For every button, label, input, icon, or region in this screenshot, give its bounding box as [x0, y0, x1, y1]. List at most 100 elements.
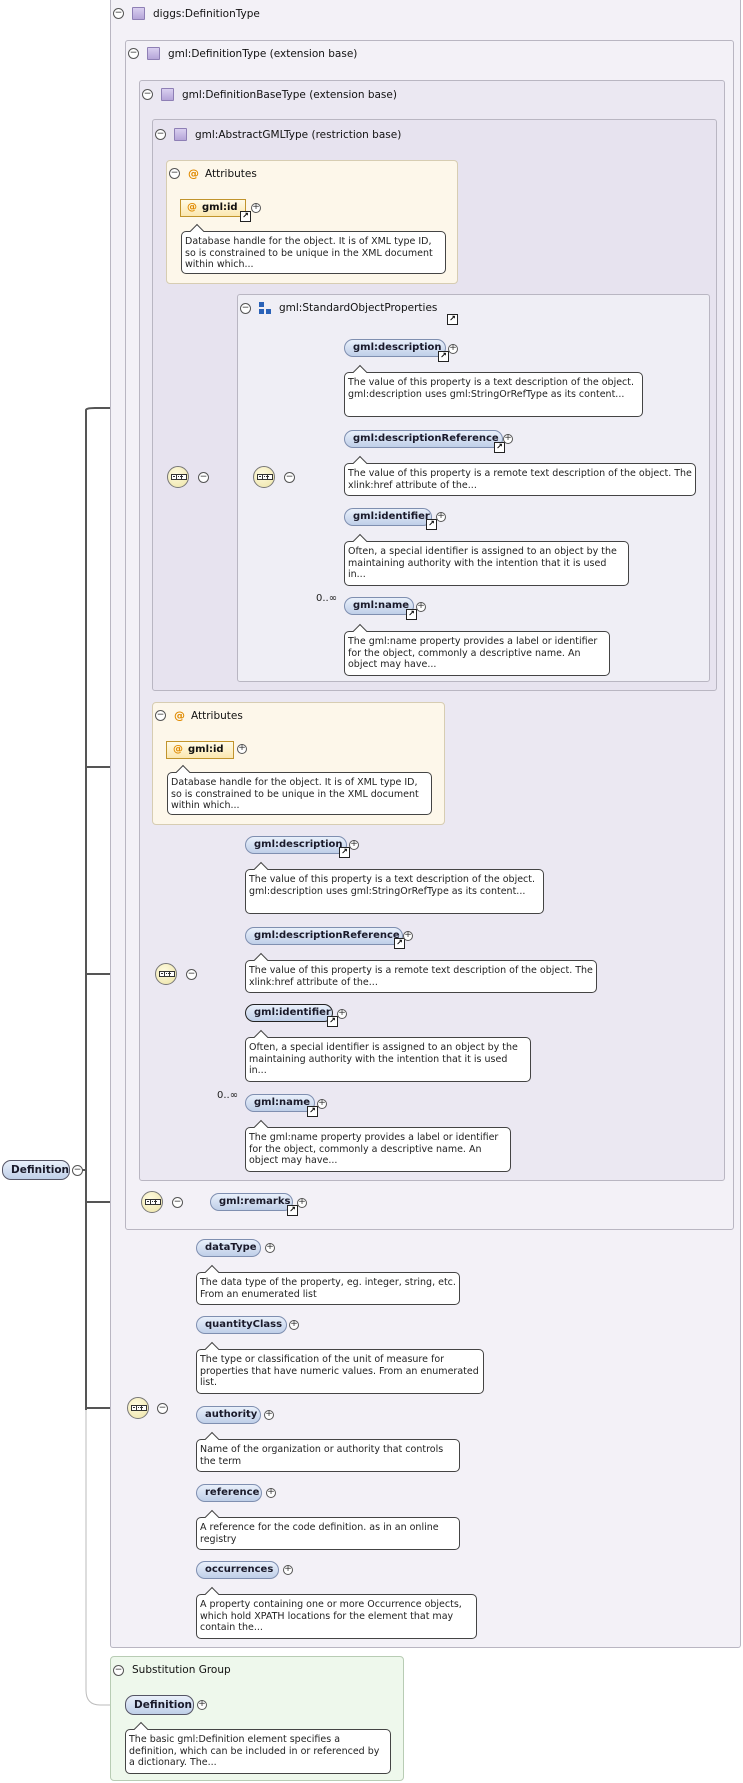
link-icon[interactable]: ↗ [447, 314, 458, 325]
element-doc: The type or classification of the unit o… [196, 1349, 484, 1394]
expand-icon[interactable]: + [251, 202, 261, 213]
element-gml-identifier[interactable]: gml:identifier [344, 508, 432, 526]
element-doc: The data type of the property, eg. integ… [196, 1272, 460, 1305]
element-name: occurrences [205, 1564, 274, 1575]
collapse-icon[interactable]: − [72, 1165, 83, 1176]
collapse-icon[interactable]: − [240, 302, 251, 314]
element-name: Definition [134, 1699, 193, 1711]
type-title: gml:DefinitionType (extension base) [168, 47, 358, 60]
expand-icon[interactable]: + [283, 1564, 293, 1575]
expand-icon[interactable]: + [403, 930, 413, 941]
group-title: gml:StandardObjectProperties [279, 302, 438, 314]
expand-icon[interactable]: + [503, 433, 513, 444]
element-gml-description-reference[interactable]: gml:descriptionReference [344, 430, 503, 448]
element-name: dataType [205, 1242, 257, 1253]
element-doc: A reference for the code definition. as … [196, 1517, 460, 1550]
collapse-icon[interactable]: − [113, 8, 124, 19]
element-data-type[interactable]: dataType [196, 1239, 261, 1257]
expand-icon[interactable]: + [349, 839, 359, 850]
link-icon[interactable]: ↗ [339, 847, 350, 858]
sequence-compositor-icon[interactable] [127, 1397, 149, 1419]
sequence-compositor-icon[interactable] [155, 963, 177, 985]
extension-definition-base-header: − gml:DefinitionBaseType (extension base… [142, 88, 397, 101]
cardinality-label: 0..∞ [316, 593, 338, 604]
collapse-icon[interactable]: − [198, 472, 209, 483]
sequence-compositor-icon[interactable] [141, 1191, 163, 1213]
element-authority[interactable]: authority [196, 1406, 261, 1424]
attribute-name: gml:id [188, 744, 224, 755]
element-gml-description-reference[interactable]: gml:descriptionReference [245, 927, 403, 945]
collapse-icon[interactable]: − [284, 472, 295, 483]
attribute-doc: Database handle for the object. It is of… [181, 231, 446, 274]
complex-type-icon [147, 47, 160, 60]
collapse-icon[interactable]: − [157, 1403, 168, 1414]
element-doc: The value of this property is a remote t… [344, 463, 696, 496]
element-quantity-class[interactable]: quantityClass [196, 1316, 287, 1334]
element-doc: The gml:name property provides a label o… [245, 1127, 511, 1172]
element-name: gml:name [353, 600, 410, 611]
sequence-compositor-icon[interactable] [167, 466, 189, 488]
expand-icon[interactable]: + [265, 1242, 275, 1253]
attributes-label: Attributes [205, 167, 257, 180]
gml-id-attribute[interactable]: @gml:id [180, 199, 246, 217]
element-reference[interactable]: reference [196, 1484, 262, 1502]
attributes-header: − @ Attributes [169, 167, 257, 180]
element-name: gml:description [353, 342, 442, 353]
expand-icon[interactable]: + [436, 511, 446, 522]
element-occurrences[interactable]: occurrences [196, 1561, 279, 1579]
substitution-element-definition[interactable]: Definition [125, 1695, 194, 1715]
expand-icon[interactable]: + [237, 743, 247, 754]
type-title: gml:DefinitionBaseType (extension base) [182, 88, 397, 101]
link-icon[interactable]: ↗ [426, 519, 437, 530]
complex-type-icon [174, 128, 187, 141]
element-name: gml:name [254, 1097, 311, 1108]
expand-icon[interactable]: + [266, 1487, 276, 1498]
expand-icon[interactable]: + [448, 343, 458, 354]
substitution-group-label: Substitution Group [132, 1664, 231, 1676]
collapse-icon[interactable]: − [155, 129, 166, 140]
element-gml-name[interactable]: gml:name [245, 1094, 315, 1112]
element-name: authority [205, 1409, 258, 1420]
link-icon[interactable]: ↗ [394, 938, 405, 949]
collapse-icon[interactable]: − [169, 168, 180, 179]
element-gml-remarks[interactable]: gml:remarks [210, 1193, 293, 1211]
element-gml-description[interactable]: gml:description [245, 836, 347, 854]
collapse-icon[interactable]: − [113, 1664, 124, 1676]
element-doc: Often, a special identifier is assigned … [245, 1037, 531, 1082]
collapse-icon[interactable]: − [172, 1197, 183, 1208]
complex-type-icon [132, 7, 145, 20]
expand-icon[interactable]: + [289, 1319, 299, 1330]
substitution-doc: The basic gml:Definition element specifi… [125, 1729, 391, 1774]
link-icon[interactable]: ↗ [307, 1106, 318, 1117]
link-icon[interactable]: ↗ [494, 442, 505, 453]
link-icon[interactable]: ↗ [287, 1205, 298, 1216]
collapse-icon[interactable]: − [186, 969, 197, 980]
expand-icon[interactable]: + [197, 1699, 207, 1710]
expand-icon[interactable]: + [264, 1409, 274, 1420]
gml-id-attribute[interactable]: @gml:id [166, 741, 234, 759]
attributes-label: Attributes [191, 709, 243, 722]
expand-icon[interactable]: + [337, 1008, 347, 1019]
link-icon[interactable]: ↗ [406, 609, 417, 620]
element-gml-description[interactable]: gml:description [344, 339, 446, 357]
link-icon[interactable]: ↗ [438, 351, 449, 362]
expand-icon[interactable]: + [317, 1098, 327, 1109]
element-gml-identifier[interactable]: gml:identifier [245, 1004, 333, 1022]
attribute-doc: Database handle for the object. It is of… [167, 772, 432, 815]
element-doc: Often, a special identifier is assigned … [344, 541, 629, 586]
collapse-icon[interactable]: − [155, 710, 166, 721]
root-element-definition[interactable]: Definition [2, 1160, 70, 1180]
element-gml-name[interactable]: gml:name [344, 597, 414, 615]
collapse-icon[interactable]: − [128, 48, 139, 59]
cardinality-label: 0..∞ [217, 1090, 239, 1101]
attribute-icon: @ [174, 709, 185, 722]
collapse-icon[interactable]: − [142, 89, 153, 100]
expand-icon[interactable]: + [416, 601, 426, 612]
element-name: gml:descriptionReference [254, 930, 400, 941]
element-name: gml:descriptionReference [353, 433, 499, 444]
expand-icon[interactable]: + [297, 1197, 307, 1208]
element-doc: The value of this property is a text des… [344, 372, 643, 417]
link-icon[interactable]: ↗ [240, 211, 251, 222]
link-icon[interactable]: ↗ [327, 1016, 338, 1027]
sequence-compositor-icon[interactable] [253, 466, 275, 488]
